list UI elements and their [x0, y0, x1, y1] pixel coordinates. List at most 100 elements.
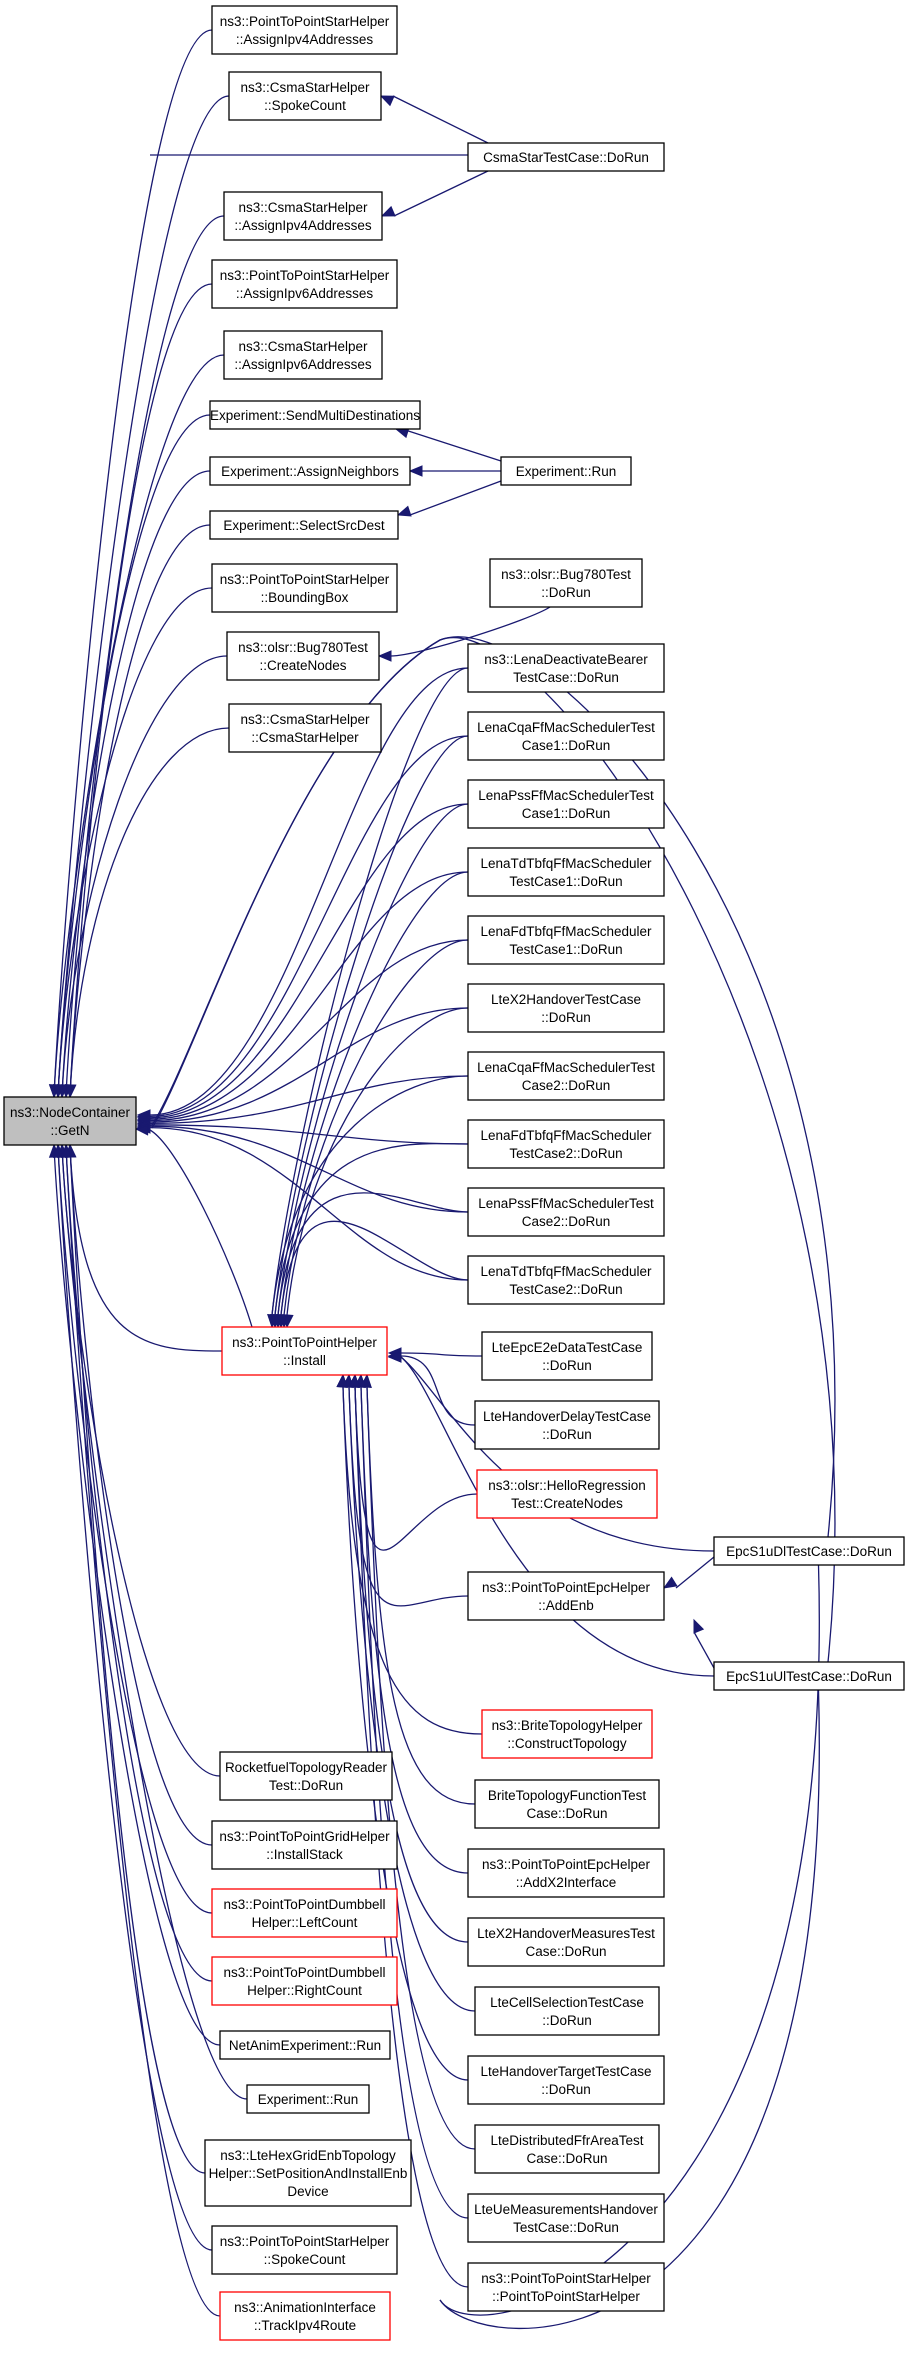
edge-arrowhead	[662, 1576, 678, 1589]
node-label: ::DoRun	[541, 1010, 591, 1025]
node-label: ::Install	[283, 1353, 326, 1368]
graph-node[interactable]: ns3::PointToPointStarHelper::AssignIpv6A…	[211, 259, 398, 309]
graph-node[interactable]: Experiment::AssignNeighbors	[209, 456, 411, 486]
node-box	[467, 1917, 665, 1967]
node-box	[223, 191, 383, 241]
graph-node[interactable]: ns3::LteHexGridEnbTopologyHelper::SetPos…	[204, 2139, 412, 2207]
graph-node[interactable]: LteX2HandoverTestCase::DoRun	[467, 983, 665, 1033]
graph-node[interactable]: ns3::PointToPointDumbbellHelper::LeftCou…	[211, 1888, 398, 1938]
node-label: Experiment::Run	[516, 464, 617, 479]
edge-arrowhead	[336, 1373, 348, 1388]
graph-node[interactable]: LteHandoverDelayTestCase::DoRun	[474, 1400, 660, 1450]
edge-to-getn	[57, 95, 230, 1096]
node-label: ::AssignIpv6Addresses	[234, 357, 372, 372]
graph-node[interactable]: ns3::PointToPointEpcHelper::AddX2Interfa…	[467, 1848, 665, 1898]
graph-node[interactable]: Experiment::SelectSrcDest	[209, 510, 399, 540]
graph-node[interactable]: ns3::PointToPointEpcHelper::AddEnb	[467, 1571, 665, 1621]
node-label: Case1::DoRun	[522, 738, 611, 753]
node-box	[467, 1255, 665, 1305]
graph-node[interactable]: EpcS1uDlTestCase::DoRun	[713, 1536, 905, 1566]
node-label: ::AddEnb	[538, 1598, 594, 1613]
node-label: ::GetN	[50, 1123, 89, 1138]
graph-node[interactable]: ns3::olsr::Bug780Test::DoRun	[489, 558, 643, 608]
node-label: Case2::DoRun	[522, 1078, 611, 1093]
graph-node[interactable]: ns3::PointToPointStarHelper::AssignIpv4A…	[211, 5, 398, 55]
graph-node[interactable]: ns3::PointToPointStarHelper::BoundingBox	[211, 563, 398, 613]
graph-node[interactable]: ns3::olsr::Bug780Test::CreateNodes	[226, 631, 380, 681]
node-label: TestCase2::DoRun	[509, 1146, 622, 1161]
node-label: Experiment::AssignNeighbors	[221, 464, 399, 479]
graph-node[interactable]: CsmaStarTestCase::DoRun	[467, 142, 665, 172]
node-box	[467, 1848, 665, 1898]
graph-node[interactable]: NetAnimExperiment::Run	[219, 2030, 391, 2060]
edge-bug780	[390, 606, 551, 657]
node-label: LteX2HandoverMeasuresTest	[477, 1926, 655, 1941]
edge-to-install	[271, 667, 469, 1316]
graph-node[interactable]: ns3::AnimationInterface::TrackIpv4Route	[219, 2291, 391, 2341]
graph-node[interactable]: ns3::CsmaStarHelper::CsmaStarHelper	[228, 703, 382, 753]
edge-to-getn	[53, 29, 213, 1096]
edge-arrowhead	[377, 650, 392, 662]
graph-node[interactable]: ns3::PointToPointDumbbellHelper::RightCo…	[211, 1956, 398, 2006]
edge-to-install	[277, 803, 469, 1316]
edge-to-getn	[61, 470, 211, 1096]
graph-node[interactable]: ns3::PointToPointStarHelper::SpokeCount	[211, 2225, 398, 2275]
node-label: LenaFdTbfqFfMacScheduler	[480, 1128, 652, 1143]
graph-node[interactable]: ns3::CsmaStarHelper::AssignIpv4Addresses	[223, 191, 383, 241]
graph-node[interactable]: Experiment::Run	[500, 456, 632, 486]
graph-node[interactable]: ns3::CsmaStarHelper::SpokeCount	[228, 71, 382, 121]
graph-node[interactable]: LteCellSelectionTestCase::DoRun	[474, 1986, 660, 2036]
edge-to-getn	[149, 1007, 469, 1123]
edge-to-install	[354, 1386, 478, 1551]
node-label: LenaTdTbfqFfMacScheduler	[480, 856, 652, 871]
node-label: LenaCqaFfMacSchedulerTest	[477, 1060, 655, 1075]
node-box	[474, 1400, 660, 1450]
node-box	[3, 1096, 137, 1146]
graph-nodes: ns3::NodeContainer::GetNns3::PointToPoin…	[3, 5, 905, 2341]
node-label: LteCellSelectionTestCase	[490, 1995, 644, 2010]
edge-to-getn	[69, 727, 230, 1096]
graph-node[interactable]: ns3::olsr::HelloRegressionTest::CreateNo…	[476, 1469, 658, 1519]
graph-node[interactable]: Experiment::Run	[246, 2084, 370, 2114]
node-box	[226, 631, 380, 681]
node-label: LteUeMeasurementsHandover	[474, 2202, 658, 2217]
edge-run-sendmulti	[395, 426, 502, 462]
node-root[interactable]: ns3::NodeContainer::GetN	[3, 1096, 137, 1146]
graph-node[interactable]: ns3::BriteTopologyHelper::ConstructTopol…	[481, 1709, 653, 1759]
edge-to-getn	[57, 587, 213, 1096]
node-label: ::DoRun	[542, 1427, 592, 1442]
node-label: Experiment::SendMultiDestinations	[210, 408, 420, 423]
node-box	[489, 558, 643, 608]
graph-node[interactable]: ns3::PointToPointHelper::Install	[221, 1326, 388, 1376]
edge-arrowhead	[380, 205, 396, 217]
edge-to-install	[360, 1386, 469, 1874]
graph-node[interactable]: LteHandoverTargetTestCase::DoRun	[467, 2055, 665, 2105]
node-box	[467, 2055, 665, 2105]
graph-node[interactable]: Experiment::SendMultiDestinations	[209, 400, 421, 430]
edge-arrowhead	[387, 1351, 402, 1363]
node-label: ns3::BriteTopologyHelper	[492, 1718, 643, 1733]
edge-to-install	[354, 1386, 469, 2288]
graph-node[interactable]: ns3::PointToPointGridHelper::InstallStac…	[211, 1820, 398, 1870]
graph-node[interactable]: EpcS1uUlTestCase::DoRun	[713, 1661, 905, 1691]
graph-node[interactable]: ns3::CsmaStarHelper::AssignIpv6Addresses	[223, 330, 383, 380]
graph-node[interactable]: LteEpcE2eDataTestCase::DoRun	[481, 1331, 653, 1381]
node-label: LteEpcE2eDataTestCase	[492, 1340, 643, 1355]
edge-to-install	[400, 1356, 715, 1677]
edge-arrowhead	[52, 1143, 65, 1158]
graph-node[interactable]: ns3::PointToPointStarHelper::PointToPoin…	[467, 2262, 665, 2312]
